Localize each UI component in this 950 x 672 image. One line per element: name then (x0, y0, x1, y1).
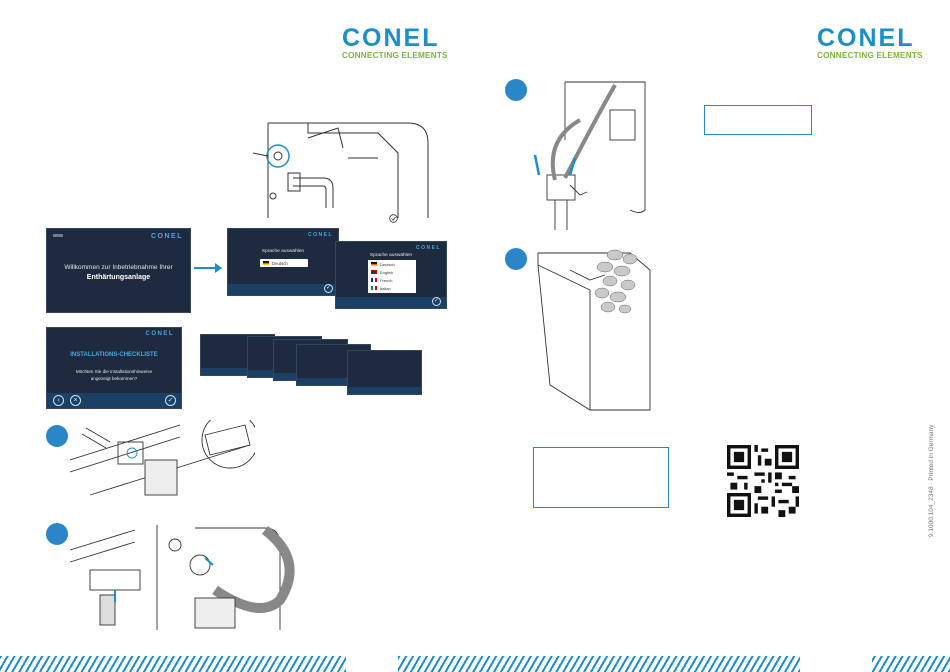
bypass-valve-illustration (70, 420, 255, 496)
step-circle (505, 248, 527, 270)
step-circle (505, 79, 527, 101)
option-label: French (380, 277, 393, 283)
close-icon[interactable]: × (70, 395, 81, 406)
logo-tagline: CONNECTING ELEMENTS (817, 51, 923, 60)
welcome-screen: CONEL Willkommen zur Inbetriebnahme Ihre… (46, 228, 191, 313)
flag-de-icon (371, 262, 377, 266)
flag-fr-icon (371, 278, 377, 282)
welcome-line2: Enthärtungsanlage (86, 274, 151, 281)
qr-code (727, 445, 799, 517)
step-circle (46, 425, 68, 447)
conel-logo-left: CONEL CONNECTING ELEMENTS (342, 24, 448, 61)
checklist-line1: Möchten Sie die Installationshinweise (75, 369, 153, 374)
screen-brand: CONEL (145, 331, 174, 337)
checklist-line2: angezeigt bekommen? (90, 376, 138, 381)
step-circle (46, 523, 68, 545)
confirm-icon[interactable]: ✓ (324, 284, 333, 293)
device-connection-illustration (252, 122, 429, 218)
option-label: English (380, 269, 394, 275)
flag-it-icon (371, 286, 377, 290)
language-option[interactable]: English (368, 268, 416, 276)
confirm-icon[interactable]: ✓ (165, 395, 176, 406)
language-option[interactable]: Italian (368, 284, 416, 292)
language-list[interactable]: Deutsch English French Italian (368, 260, 416, 293)
back-icon[interactable]: ‹ (53, 395, 64, 406)
screen-bottom-bar (297, 378, 370, 385)
language-title: Sprache auswählen (369, 253, 413, 258)
screen-brand: CONEL (151, 233, 183, 240)
checklist-screen: CONEL INSTALLATIONS-CHECKLISTE Möchten S… (46, 327, 182, 409)
stripe-decoration (0, 656, 346, 672)
screen-brand: CONEL (308, 232, 333, 238)
screen-bottom-bar: ‹ × ✓ (47, 393, 181, 408)
logo-wordmark: CONEL (817, 24, 915, 52)
logo-tagline: CONNECTING ELEMENTS (342, 51, 448, 60)
language-option[interactable]: Deutsch (368, 260, 416, 268)
language-option[interactable]: French (368, 276, 416, 284)
drain-hose-illustration (69, 525, 295, 630)
flag-gb-icon (371, 270, 377, 274)
screen-bottom-bar: ✓ (336, 297, 446, 308)
note-box (704, 105, 812, 135)
welcome-line1: Willkommen zur Inbetriebnahme Ihrer (64, 264, 173, 271)
flag-de-icon (263, 261, 269, 265)
stripe-decoration (872, 656, 950, 672)
screen-bottom-bar: ✓ (228, 284, 338, 295)
language-screen-2: CONEL Sprache auswählen Deutsch English … (335, 241, 447, 309)
screen-bottom-bar (348, 387, 421, 394)
option-label: Italian (380, 285, 391, 291)
screen-bottom-bar (201, 368, 274, 375)
language-title: Sprache auswählen (261, 249, 305, 254)
checklist-title: INSTALLATIONS-CHECKLISTE (70, 352, 158, 358)
note-box (533, 447, 669, 508)
screen-time (53, 234, 63, 237)
instruction-screen-5 (347, 350, 422, 395)
salt-tank-illustration (537, 249, 651, 411)
confirm-icon[interactable]: ✓ (432, 297, 441, 306)
language-screen-1: CONEL Sprache auswählen Deutsch ✓ (227, 228, 339, 296)
print-reference: 9.1000.104_2348 · Printed in Germany (928, 424, 935, 537)
stripe-decoration (398, 656, 800, 672)
language-select[interactable]: Deutsch (260, 259, 308, 267)
language-selected: Deutsch (272, 260, 288, 266)
logo-wordmark: CONEL (342, 24, 440, 52)
water-connection-illustration (533, 81, 646, 230)
arrow-right-icon (194, 263, 222, 273)
option-label: Deutsch (380, 261, 395, 267)
check-icon (389, 214, 398, 223)
screen-brand: CONEL (416, 245, 441, 251)
conel-logo-right: CONEL CONNECTING ELEMENTS (817, 24, 923, 61)
